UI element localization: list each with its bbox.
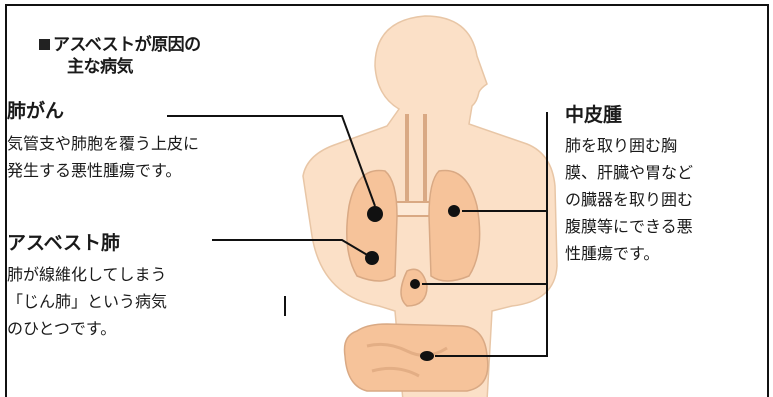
asbestosis-title: アスベスト肺	[7, 232, 121, 254]
page-heading: アスベストが原因の 主な病気	[39, 34, 201, 78]
mesothelioma-description: 肺を取り囲む胸 膜、肝臓や胃など の臓器を取り囲む 腹膜等にできる悪 性腫瘍です…	[565, 136, 694, 263]
asbestosis-description: 肺が線維化してしまう 「じん肺」という病気 のひとつです。	[7, 265, 168, 338]
black-square-icon	[39, 39, 50, 50]
lesion-pleura	[448, 205, 460, 217]
leader-mesothelioma	[435, 112, 548, 357]
leader-lung-cancer	[167, 115, 376, 207]
trachea	[405, 114, 427, 202]
mesothelioma-title: 中皮腫	[565, 104, 623, 126]
lesion-peritoneum	[420, 351, 434, 361]
right-lung	[428, 169, 481, 282]
lesion-lung-cancer	[367, 206, 383, 222]
left-lung	[346, 169, 398, 282]
leader-asbestosis	[212, 239, 370, 257]
intestines	[343, 323, 489, 392]
body-illustration	[167, 15, 558, 397]
lesion-asbestosis	[365, 251, 379, 265]
lung-cancer-title: 肺がん	[7, 100, 65, 122]
lesion-stomach	[410, 279, 420, 289]
lung-cancer-description: 気管支や肺胞を覆う上皮に 発生する悪性腫瘍です。	[7, 134, 200, 180]
diagram-frame: アスベストが原因の 主な病気 肺がん 気管支や肺胞を覆う上皮に 発生する悪性腫瘍…	[5, 4, 769, 397]
